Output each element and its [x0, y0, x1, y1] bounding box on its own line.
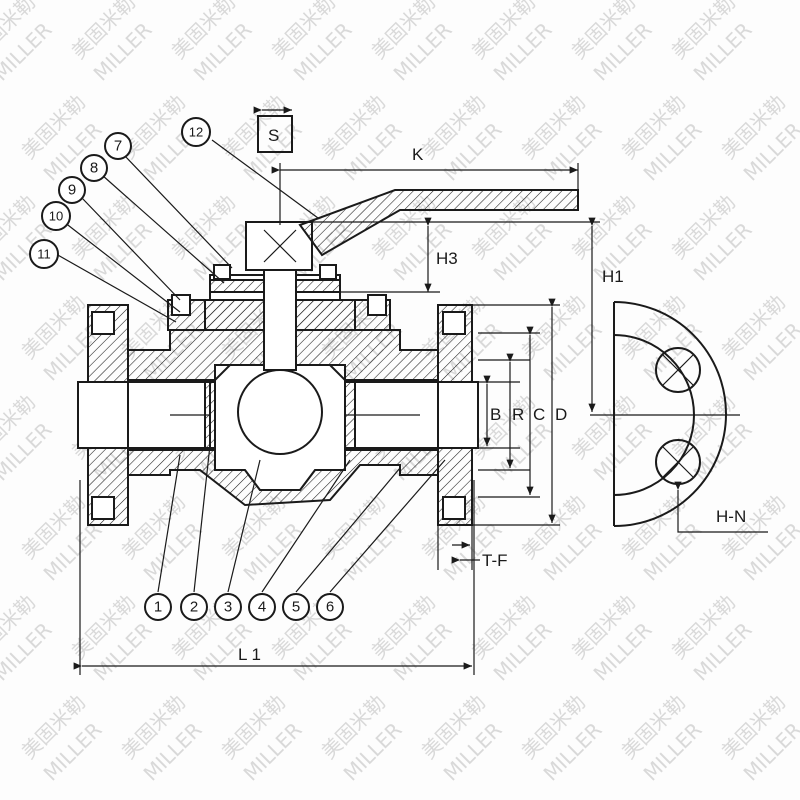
dim-label-s: S	[268, 126, 279, 145]
dim-label-b: B	[490, 405, 501, 424]
dim-label-h3: H3	[436, 249, 458, 268]
callout-9-text: 9	[68, 182, 76, 199]
callout-5-text: 5	[292, 599, 300, 616]
gland-nut-right	[319, 264, 337, 280]
handle-lever	[298, 189, 579, 257]
dim-label-c: C	[533, 405, 545, 424]
dim-label-r: R	[512, 405, 524, 424]
callout-12-text: 12	[189, 125, 203, 140]
dim-label-d: D	[555, 405, 567, 424]
callout-12: 12	[181, 117, 211, 147]
left-seat	[204, 379, 216, 451]
bonnet-bolt-left	[171, 294, 191, 316]
callout-markers: 1 2 3 4 5 6 7 8 9 10 11 12	[29, 117, 344, 621]
dim-label-k: K	[412, 145, 424, 164]
left-flange-bolt-top	[91, 311, 115, 335]
dimension-lines	[73, 106, 600, 675]
stem-cross	[263, 229, 297, 263]
callout-11-text: 11	[37, 247, 51, 262]
callout-11: 11	[29, 239, 59, 269]
end-view	[590, 301, 768, 533]
callout-5: 5	[282, 593, 310, 621]
valve-body	[77, 189, 579, 526]
left-flange-bolt-bottom	[91, 496, 115, 520]
callout-10: 10	[41, 201, 71, 231]
end-view-bolt-hole-top	[655, 347, 701, 393]
right-seat	[344, 379, 356, 451]
callout-leaders	[55, 139, 446, 593]
callout-1-text: 1	[154, 599, 162, 616]
callout-8: 8	[80, 154, 108, 182]
gland-nut-left	[213, 264, 231, 280]
dim-label-l1: L 1	[238, 645, 261, 664]
callout-4-text: 4	[258, 599, 266, 616]
callout-3-text: 3	[224, 599, 232, 616]
callout-2: 2	[180, 593, 208, 621]
dim-label-h1: H1	[602, 267, 624, 286]
callout-2-text: 2	[190, 599, 198, 616]
callout-10-text: 10	[49, 209, 63, 224]
right-flange-bolt-bottom	[442, 496, 466, 520]
callout-8-text: 8	[90, 160, 98, 177]
callout-3: 3	[214, 593, 242, 621]
bonnet-bolt-right	[367, 294, 387, 316]
callout-6: 6	[316, 593, 344, 621]
callout-7-text: 7	[114, 138, 122, 155]
callout-6-text: 6	[326, 599, 334, 616]
callout-1: 1	[144, 593, 172, 621]
dim-label-tf: T-F	[482, 551, 508, 570]
dim-label-hn: H-N	[716, 507, 746, 526]
ball	[237, 369, 323, 455]
end-view-outer-arc	[613, 301, 727, 527]
right-flange-bolt-top	[442, 311, 466, 335]
callout-7: 7	[104, 132, 132, 160]
callout-4: 4	[248, 593, 276, 621]
dimension-labels: S K H3 H1 B R C D T-F H-N L 1	[238, 126, 746, 664]
hn-leader	[674, 481, 768, 533]
stem-nut	[245, 221, 313, 271]
callout-9: 9	[58, 176, 86, 204]
